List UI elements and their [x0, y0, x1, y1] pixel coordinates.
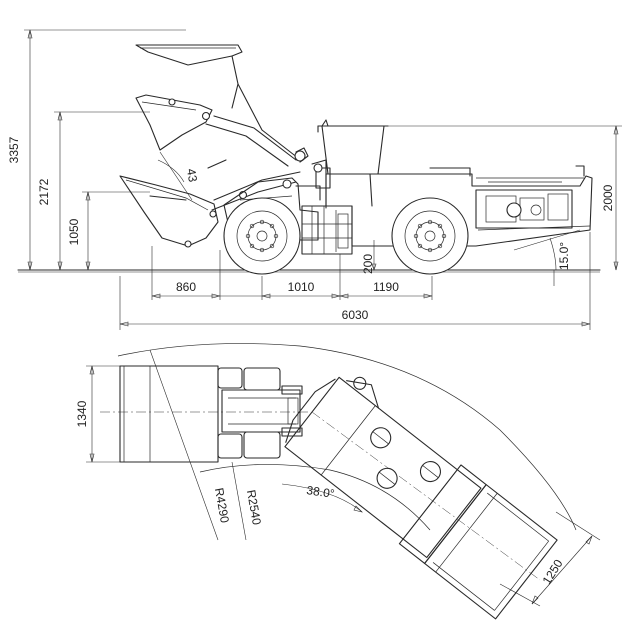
articulation-angle-arc: [281, 483, 363, 513]
rear-centerline: [311, 411, 541, 581]
inner-radius-leader: [231, 461, 247, 541]
rear-width-dimension: [499, 511, 601, 607]
height-dimensions: [24, 29, 186, 271]
arm-pivot: [294, 150, 306, 162]
dim-overall-length: 6030: [342, 308, 369, 322]
rear-frame-top: [284, 376, 558, 620]
bucket-middle-position: [135, 94, 213, 151]
dim-departure-angle: 15.0°: [557, 242, 571, 270]
length-dimensions: [119, 232, 591, 330]
dim-outer-radius: R4290: [212, 487, 232, 525]
outer-radius-leader: [149, 349, 219, 541]
bucket-width-dimension: [86, 365, 120, 463]
dim-rear-width: 1250: [540, 557, 566, 587]
bucket-raised-position: [135, 44, 243, 109]
cab-height-dimension: [386, 125, 622, 271]
rear-body: [325, 165, 593, 247]
articulation-joint: [301, 205, 353, 255]
dim-dump-angle: 43: [184, 168, 200, 184]
dim-cab-height: 2000: [601, 184, 615, 211]
front-frame-top: [217, 367, 303, 459]
bucket-top: [119, 365, 219, 463]
dim-low-height: 1050: [67, 218, 81, 245]
dim-bucket-width: 1340: [75, 400, 89, 427]
operator-cab: [311, 119, 389, 209]
outer-turning-arc: [117, 343, 577, 531]
bucket-dump-position: [119, 175, 219, 248]
side-view: 3357 2172 1050 43 2000 200 15.0°: [7, 29, 622, 330]
inner-turning-arc: [199, 464, 431, 531]
top-view: 1340 R4290 R2540 38.0° 1250: [75, 343, 601, 620]
lift-arms: [205, 83, 309, 211]
dump-angle-arc: [157, 159, 185, 183]
dim-bucket-reach: 860: [176, 280, 196, 294]
dim-overall-height: 3357: [7, 136, 21, 163]
dim-inner-radius: R2540: [244, 489, 264, 527]
front-wheel: [223, 197, 301, 275]
rear-wheel: [391, 197, 469, 275]
dim-front-axle-to-hinge: 1010: [288, 280, 315, 294]
dim-hinge-to-rear-axle: 1190: [373, 280, 399, 294]
dim-mid-height: 2172: [37, 178, 51, 205]
dim-ground-clearance: 200: [361, 254, 375, 274]
dim-articulation-angle: 38.0°: [306, 483, 336, 501]
